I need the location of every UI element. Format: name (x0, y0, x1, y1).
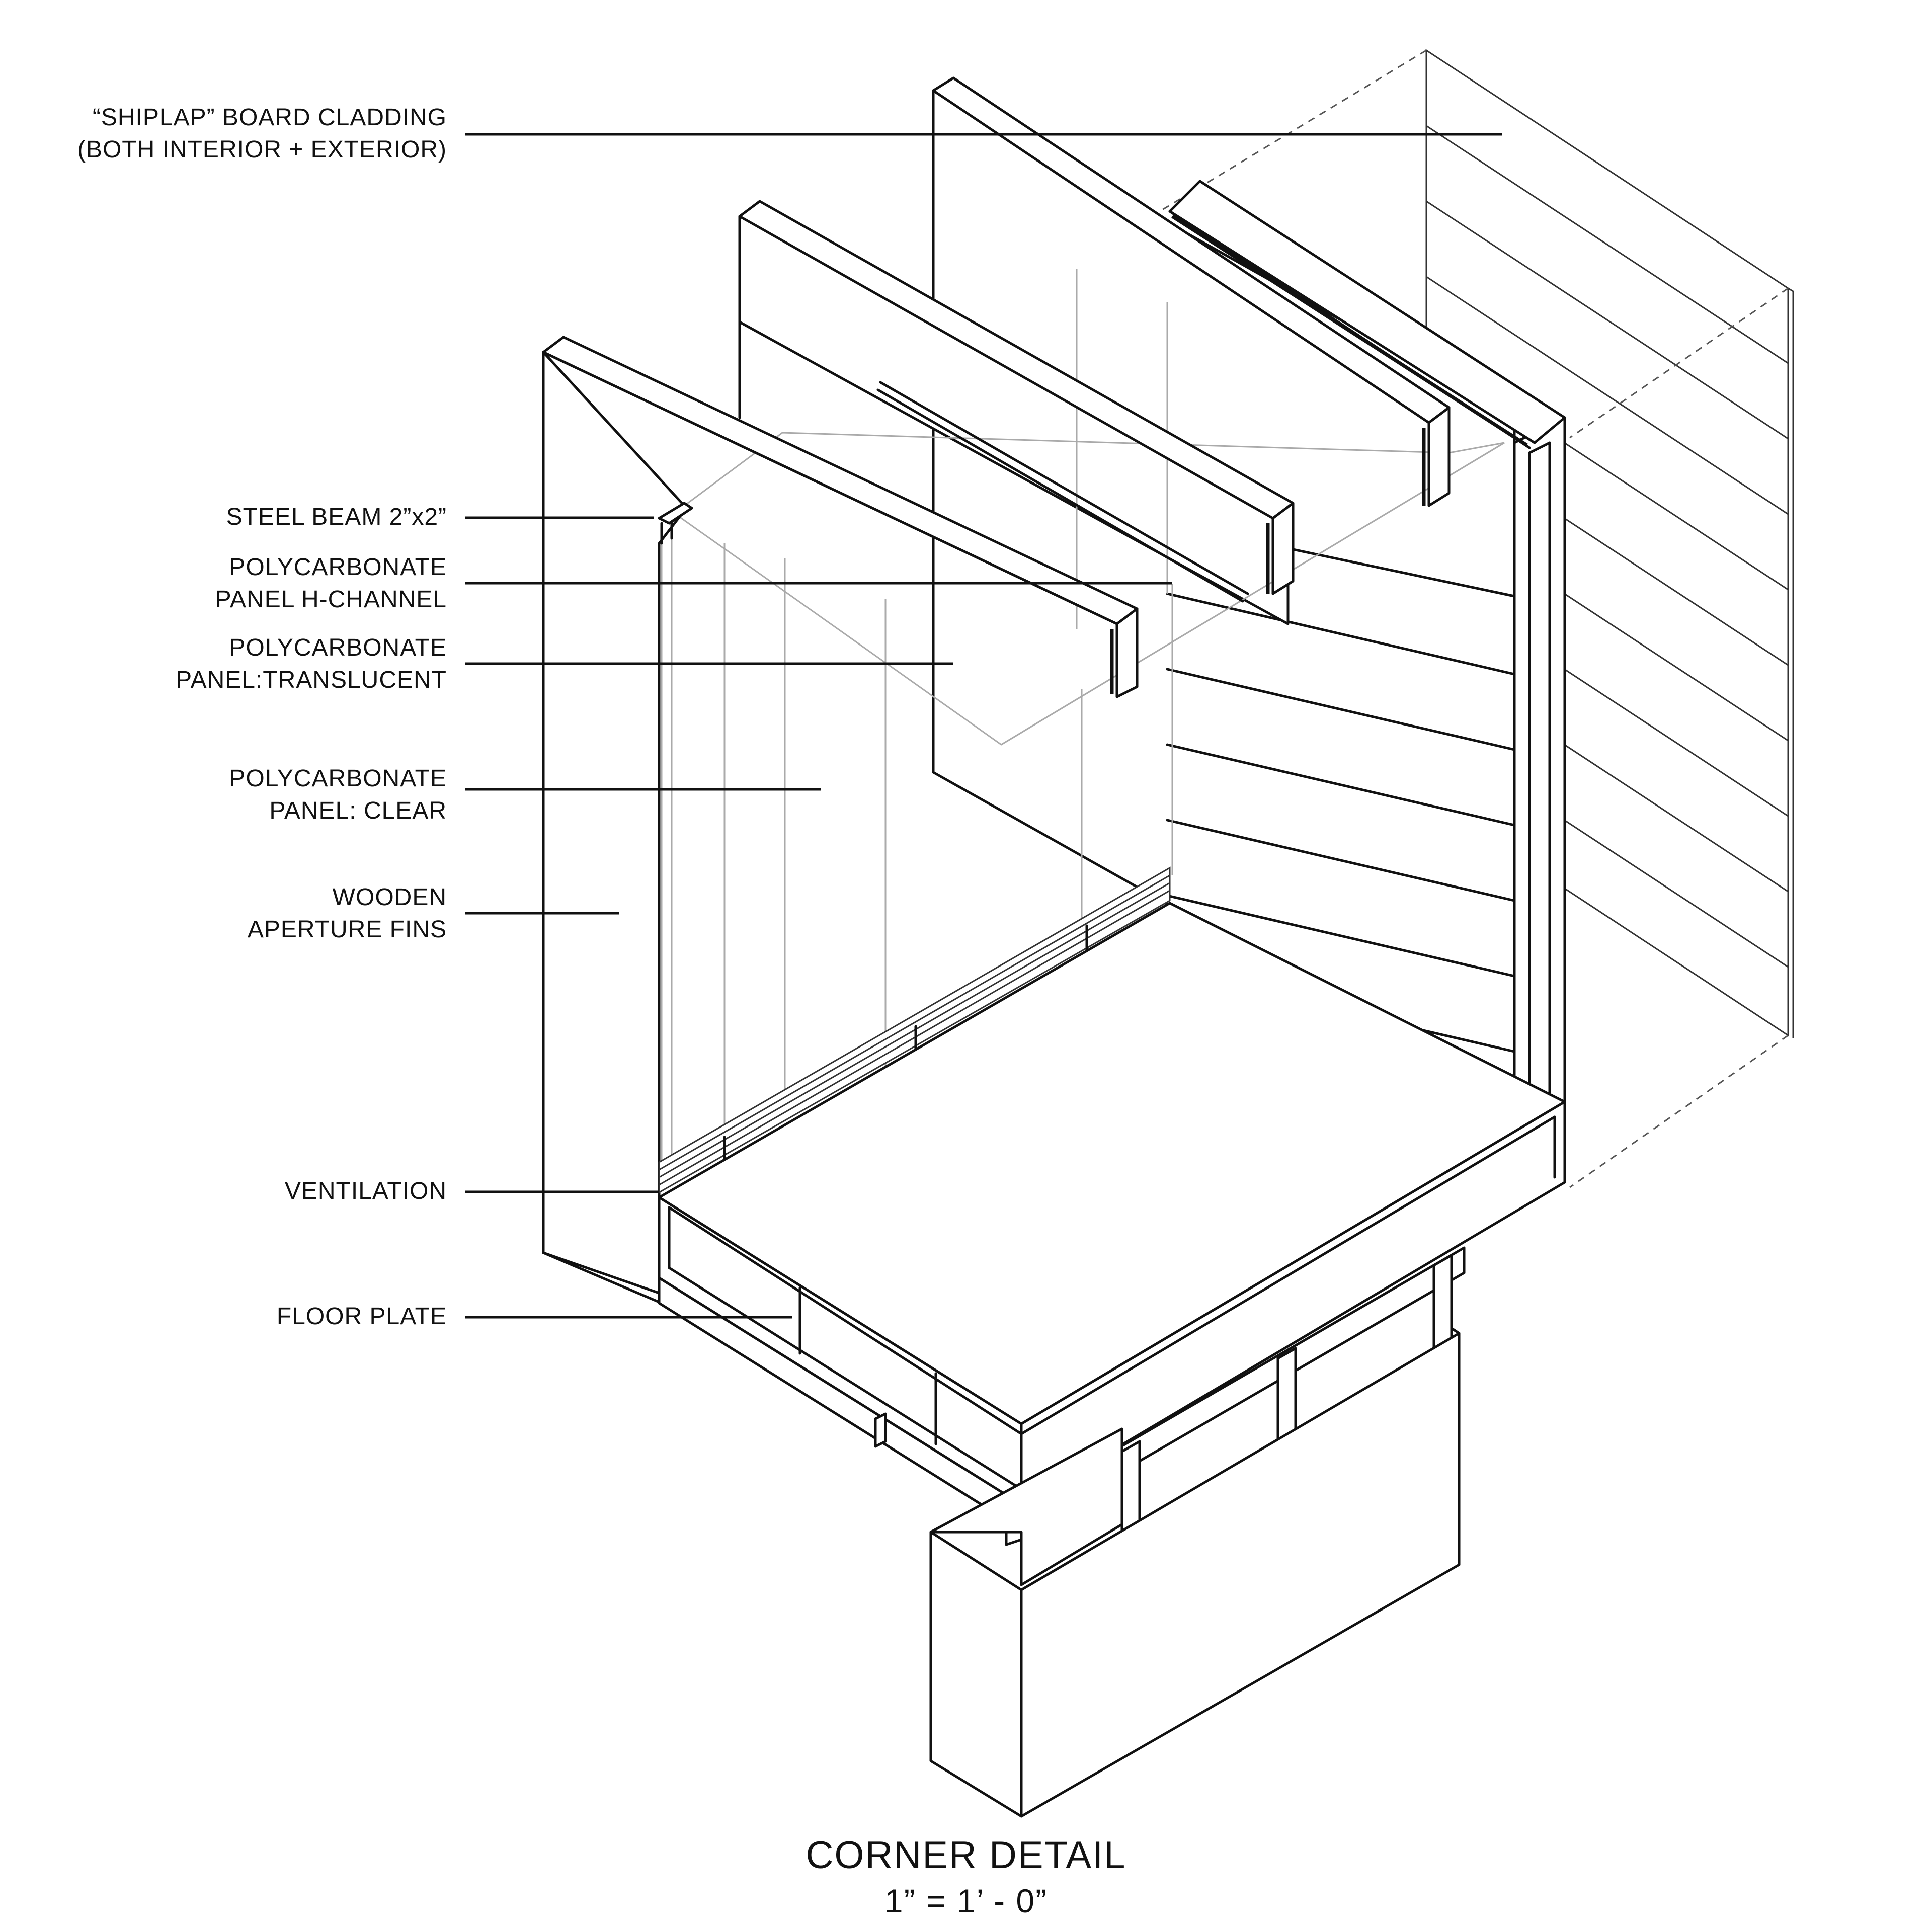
corner-post (1513, 416, 1566, 1129)
label-shiplap-line2: (BOTH INTERIOR + EXTERIOR) (77, 136, 447, 163)
floor-joists (658, 1246, 1466, 1546)
steel-beam-back (932, 76, 1451, 507)
label-h-channel: POLYCARBONATE PANEL H-CHANNEL (0, 551, 447, 616)
drawing-scale: 1” = 1’ - 0” (884, 1882, 1048, 1919)
label-fins-line1: WOODEN (332, 884, 447, 911)
label-floor-plate-line1: FLOOR PLATE (276, 1303, 447, 1330)
translucent-polycarbonate-panel (673, 269, 1505, 746)
steel-beam-front (542, 336, 1139, 698)
label-clear-line1: POLYCARBONATE (229, 765, 447, 792)
projection-lines (1159, 49, 1789, 1188)
label-translucent-panel: POLYCARBONATE PANEL:TRANSLUCENT (0, 632, 447, 696)
label-steel-beam-line1: STEEL BEAM 2”x2” (226, 504, 447, 530)
label-steel-beam: STEEL BEAM 2”x2” (0, 501, 447, 533)
label-translucent-line2: PANEL:TRANSLUCENT (176, 667, 447, 693)
label-clear-line2: PANEL: CLEAR (269, 797, 447, 824)
label-h-channel-line2: PANEL H-CHANNEL (215, 586, 447, 613)
drawing-title: CORNER DETAIL (806, 1834, 1126, 1877)
label-ventilation: VENTILATION (0, 1175, 447, 1208)
label-translucent-line1: POLYCARBONATE (229, 634, 447, 661)
label-fins-line2: APERTURE FINS (247, 916, 447, 943)
floor-plate (658, 1100, 1566, 1506)
h-channel-cap (658, 502, 693, 545)
label-aperture-fins: WOODEN APERTURE FINS (0, 881, 447, 946)
foundation-block (929, 1327, 1461, 1818)
leader-lines (465, 133, 1502, 1319)
polycarbonate-h-channel (876, 381, 1249, 603)
ventilation-louvers (658, 866, 1171, 1194)
top-channel-beam (1168, 180, 1566, 449)
label-shiplap-cladding: “SHIPLAP” BOARD CLADDING (BOTH INTERIOR … (0, 102, 447, 166)
label-floor-plate: FLOOR PLATE (0, 1301, 447, 1333)
label-clear-panel: POLYCARBONATE PANEL: CLEAR (0, 763, 447, 827)
label-ventilation-line1: VENTILATION (284, 1178, 447, 1204)
steel-beam-middle (738, 200, 1295, 595)
clear-polycarbonate-panel (661, 523, 1173, 1167)
label-shiplap-line1: “SHIPLAP” BOARD CLADDING (92, 104, 447, 131)
label-h-channel-line1: POLYCARBONATE (229, 554, 447, 581)
